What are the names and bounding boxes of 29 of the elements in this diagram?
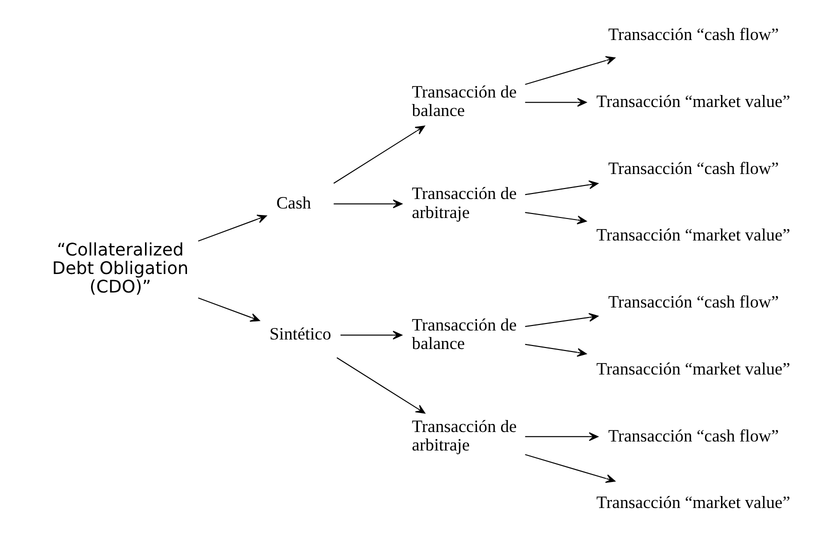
node-text: Transacción “market value” bbox=[596, 92, 790, 111]
arrow bbox=[333, 199, 402, 208]
node-text: Transacción de arbitraje bbox=[412, 184, 517, 222]
node-text: Cash bbox=[276, 193, 312, 212]
arrow bbox=[524, 344, 587, 357]
arrow bbox=[524, 180, 598, 196]
node-text: Transacción “market value” bbox=[596, 493, 790, 512]
arrow bbox=[198, 297, 260, 322]
node-text: Transacción “cash flow” bbox=[608, 426, 779, 446]
node-text: Transacción de arbitraje bbox=[412, 416, 517, 455]
arrow bbox=[333, 126, 425, 184]
arrow bbox=[340, 330, 402, 340]
arrow bbox=[336, 357, 426, 414]
arrow bbox=[524, 98, 587, 107]
arrow bbox=[524, 313, 598, 327]
node-text: Transacción “market value” bbox=[596, 226, 790, 245]
arrow bbox=[198, 214, 267, 242]
arrow bbox=[524, 432, 598, 442]
arrow bbox=[524, 454, 616, 483]
node-text: Transacción “cash flow” bbox=[608, 25, 779, 44]
node-text: Sintético bbox=[270, 324, 332, 344]
node-text: “Collateralized Debt Obligation (CDO)” bbox=[52, 240, 189, 298]
node-text: Transacción “cash flow” bbox=[608, 158, 779, 178]
node-text: Transacción “market value” bbox=[596, 359, 790, 378]
node-text: Transacción “cash flow” bbox=[608, 292, 779, 312]
node-text: Transacción de balance bbox=[412, 315, 517, 353]
node-text: Transacción de balance bbox=[412, 82, 517, 120]
arrow bbox=[524, 56, 616, 85]
arrow bbox=[524, 212, 587, 224]
